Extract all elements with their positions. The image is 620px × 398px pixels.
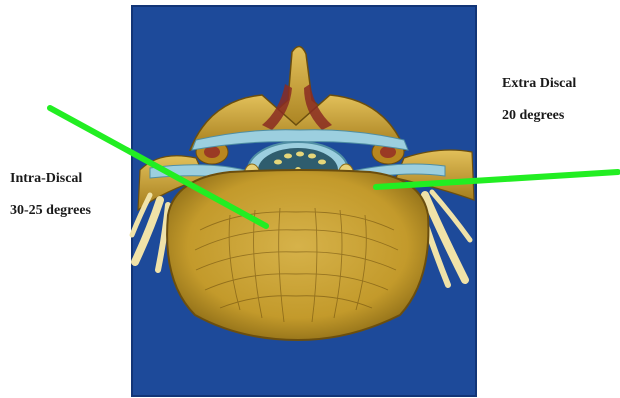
intra-discal-annotation: Intra-Discal 30-25 degrees xyxy=(10,171,91,235)
intra-discal-title: Intra-Discal xyxy=(10,171,91,188)
extra-discal-angle: 20 degrees xyxy=(502,108,576,125)
extra-discal-title: Extra Discal xyxy=(502,76,576,93)
intra-discal-angle: 30-25 degrees xyxy=(10,203,91,220)
extra-discal-annotation: Extra Discal 20 degrees xyxy=(502,76,576,140)
